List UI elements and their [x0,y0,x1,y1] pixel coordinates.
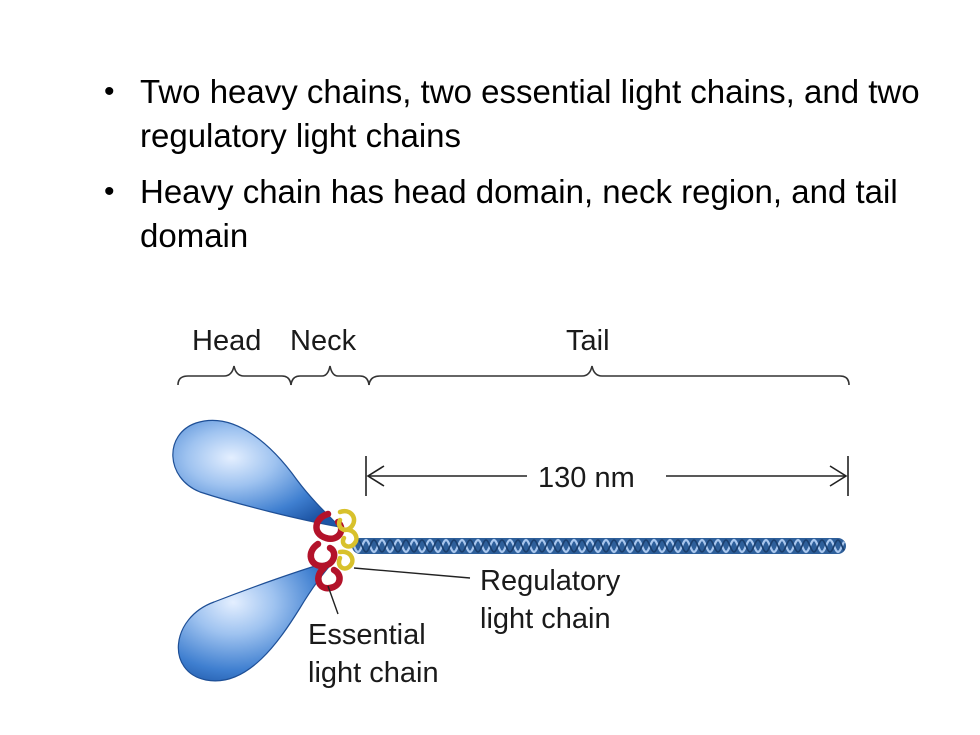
bullet-marker: • [104,175,115,208]
tail-coiled-coil [352,538,846,554]
head-brace [177,365,292,386]
essential-light-chain [307,510,345,592]
bullet-list: • Two heavy chains, two essential light … [102,70,922,270]
bullet-item-1: • Two heavy chains, two essential light … [102,70,922,158]
tail-brace [368,365,850,386]
bullet-marker: • [104,75,115,108]
regulatory-label-line1: Regulatory [480,565,621,597]
regulatory-pointer [353,567,471,579]
essential-label-line1: Essential [308,619,426,651]
regulatory-label-line2: light chain [480,603,611,635]
upper-head [172,419,342,528]
lower-head [177,558,337,682]
bullet-item-2: • Heavy chain has head domain, neck regi… [102,170,922,258]
neck-label: Neck [290,325,357,357]
regulatory-light-chain [336,508,359,571]
neck-brace [290,365,370,386]
tail-label: Tail [566,325,610,357]
bullet-text-1: Two heavy chains, two essential light ch… [140,73,920,154]
head-label: Head [192,325,261,357]
bullet-text-2: Heavy chain has head domain, neck region… [140,173,898,254]
length-label: 130 nm [538,462,635,494]
essential-label-line2: light chain [308,657,439,689]
essential-pointer [327,585,339,615]
length-dimension [365,456,849,496]
